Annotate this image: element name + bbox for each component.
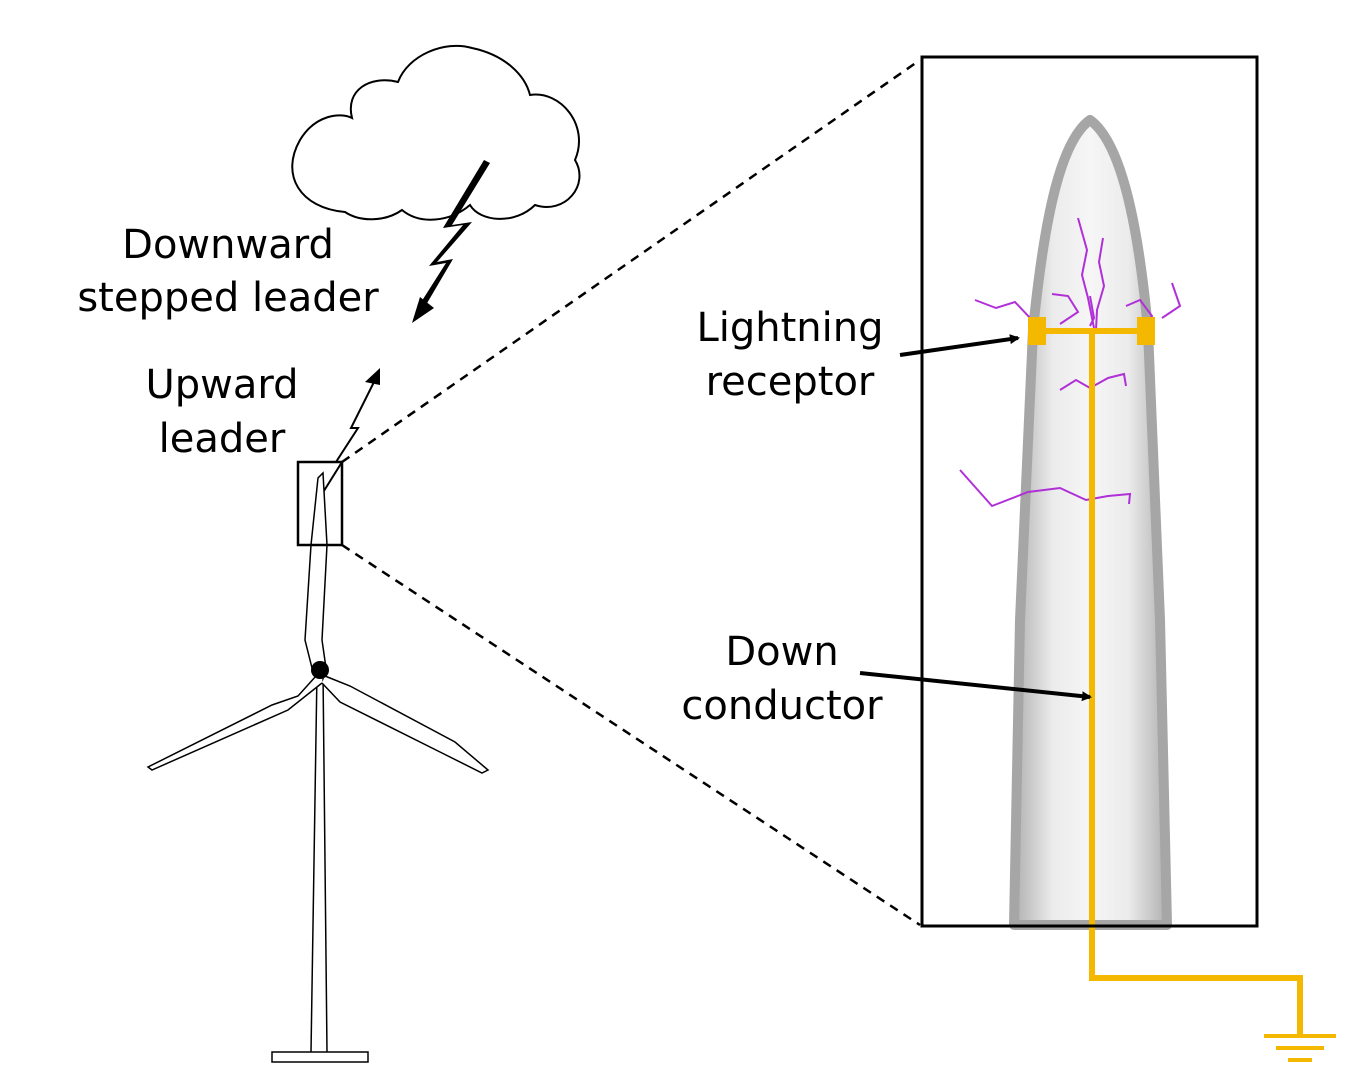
upward-leader-arrowhead-icon: [365, 368, 380, 385]
downward-leader-label-line1: Downward: [122, 222, 334, 268]
blade-detail-panel: [920, 55, 1336, 1062]
turbine-base: [271, 1051, 369, 1063]
down-conductor: [1036, 328, 1303, 1034]
turbine-blade-top: [304, 471, 328, 669]
lightning-receptor-label-line2: receptor: [706, 359, 875, 405]
turbine-hub: [311, 661, 329, 679]
turbine-blade-left: [146, 675, 323, 771]
turbine-blade-right: [321, 675, 490, 774]
receptor-callout-arrow: [899, 334, 1020, 357]
downward-leader-arrowhead-icon: [412, 297, 434, 323]
conductor-callout-arrow: [859, 671, 1092, 702]
upward-leader-bolt-icon: [321, 375, 378, 495]
zoom-guide-bottom: [341, 543, 921, 927]
zoom-guide-top: [341, 58, 921, 464]
turbine-tower: [310, 671, 328, 1053]
ground-icon: [1264, 1034, 1336, 1062]
receptor-right: [1137, 317, 1155, 345]
detail-frame: [920, 55, 1259, 928]
cloud-icon: [291, 44, 581, 221]
upward-leader-label-line2: leader: [159, 416, 286, 462]
upward-leader-label-line1: Upward: [145, 362, 298, 408]
wind-turbine: [146, 471, 490, 1063]
zoom-selection-box: [296, 460, 344, 547]
down-conductor-label-line1: Down: [725, 629, 838, 675]
down-conductor-label-line2: conductor: [681, 683, 883, 729]
receptor-left: [1028, 317, 1046, 345]
downward-leader-label-line2: stepped leader: [77, 275, 379, 321]
lightning-receptor-label-line1: Lightning: [696, 305, 883, 351]
